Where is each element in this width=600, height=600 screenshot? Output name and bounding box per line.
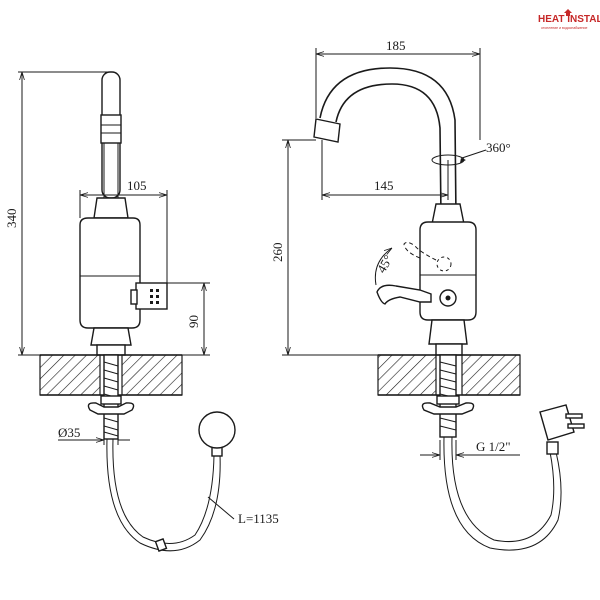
brand-logo: HEAT INSTALL отопление и водоснабжение xyxy=(538,9,600,30)
dim-spout-reach: 185 xyxy=(386,38,406,53)
dim-rotation: 360° xyxy=(486,140,511,155)
front-view-dimensions: 185 145 360° 260 45° G 1/2" xyxy=(270,38,520,460)
dim-width-body: 105 xyxy=(127,178,147,193)
dim-height-control: 90 xyxy=(186,315,201,328)
dim-diameter-base: Ø35 xyxy=(58,425,80,440)
front-view xyxy=(313,67,585,551)
brand-name: HEAT INSTALL xyxy=(538,14,600,25)
side-view-dimensions: 340 105 90 Ø35 L=1135 xyxy=(4,71,279,526)
dim-lever-angle: 45° xyxy=(374,252,396,275)
dim-cable-length: L=1135 xyxy=(238,511,279,526)
dim-height-total: 340 xyxy=(4,209,19,229)
dim-thread: G 1/2" xyxy=(476,439,511,454)
dim-spout-offset: 145 xyxy=(374,178,394,193)
dim-height-spout: 260 xyxy=(270,243,285,263)
brand-tagline: отопление и водоснабжение xyxy=(541,26,587,30)
side-view xyxy=(39,71,236,552)
